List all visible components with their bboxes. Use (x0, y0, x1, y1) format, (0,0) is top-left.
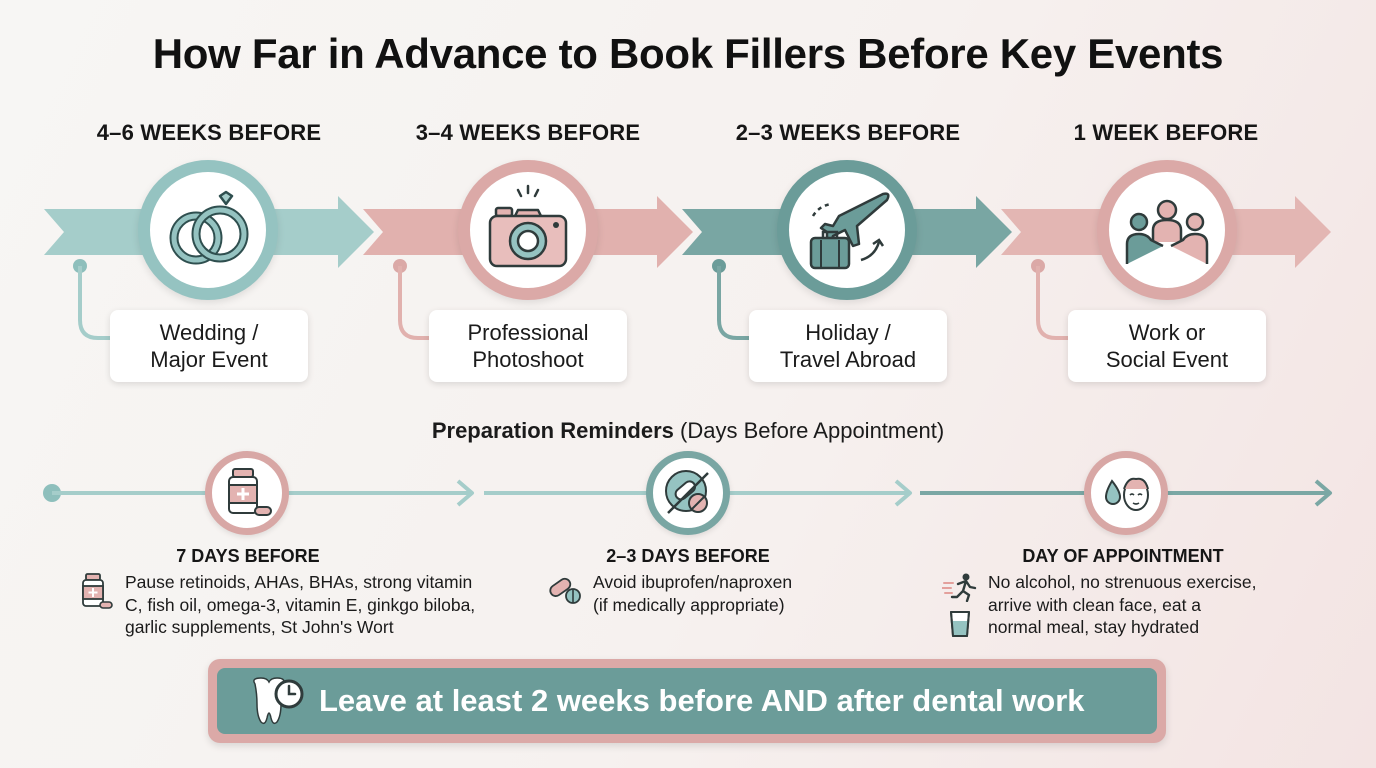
camera-icon (488, 184, 568, 268)
event-line-1: Holiday / (805, 320, 891, 345)
dental-banner: Leave at least 2 weeks before AND after … (208, 659, 1166, 743)
stage-circle-3 (777, 160, 917, 300)
prep-text-2: Avoid ibuprofen/naproxen (if medically a… (593, 571, 913, 616)
connector-3 (712, 259, 749, 340)
stage-event-card-3: Holiday / Travel Abroad (749, 310, 947, 382)
event-line-2: Travel Abroad (779, 347, 917, 372)
connector-4 (1031, 259, 1068, 340)
supplements-bottle-icon (228, 468, 272, 516)
prep-circle-2 (646, 451, 730, 535)
prep-circle-3 (1084, 451, 1168, 535)
stage-label-4: 1 WEEK BEFORE (1073, 120, 1259, 145)
dental-banner-inner: Leave at least 2 weeks before AND after … (217, 668, 1157, 734)
prep-heading-rest: (Days Before Appointment) (673, 418, 945, 443)
prep-text-line: arrive with clean face, eat a (988, 594, 1202, 615)
event-line-1: Wedding / (159, 320, 259, 345)
stage-circle-1 (138, 160, 278, 300)
stage-label-2: 3–4 WEEKS BEFORE (415, 120, 641, 145)
water-drop-face-icon (1104, 477, 1149, 511)
wedding-rings-icon (169, 190, 249, 265)
connector-2 (393, 259, 430, 340)
pills-small-icon (549, 577, 581, 604)
prep-text-line: (if medically appropriate) (593, 594, 785, 615)
stage-event-card-1: Wedding / Major Event (110, 310, 308, 382)
prep-text-line: No alcohol, no strenuous exercise, (988, 572, 1257, 592)
event-line-2: Social Event (1105, 347, 1229, 372)
running-person-icon (942, 573, 977, 602)
prep-text-line: Avoid ibuprofen/naproxen (593, 572, 793, 592)
event-line-2: Photoshoot (472, 347, 584, 372)
stage-label-1: 4–6 WEEKS BEFORE (96, 120, 322, 145)
page-title: How Far in Advance to Book Fillers Befor… (152, 30, 1224, 77)
dental-banner-text: Leave at least 2 weeks before AND after … (319, 683, 1085, 718)
prep-text-line: C, fish oil, omega-3, vitamin E, ginkgo … (125, 594, 476, 615)
prep-circle-1 (205, 451, 289, 535)
stage-event-card-2: Professional Photoshoot (429, 310, 627, 382)
airplane-luggage-icon (809, 192, 890, 270)
people-group-icon (1125, 199, 1209, 264)
prep-text-1: Pause retinoids, AHAs, BHAs, strong vita… (125, 571, 545, 639)
supplements-small-icon (82, 573, 113, 609)
tooth-clock-icon (253, 677, 304, 725)
event-line-2: Major Event (150, 347, 268, 372)
event-line-1: Professional (467, 320, 589, 345)
event-line-1: Work or (1128, 320, 1206, 345)
prep-label-1: 7 DAYS BEFORE (176, 546, 320, 566)
stage-circle-2 (458, 160, 598, 300)
water-glass-icon (950, 611, 970, 637)
prep-text-3: No alcohol, no strenuous exercise, arriv… (988, 571, 1318, 639)
no-pills-icon (665, 470, 709, 514)
prep-label-3: DAY OF APPOINTMENT (1022, 546, 1224, 566)
stage-circle-4 (1097, 160, 1237, 300)
prep-label-2: 2–3 DAYS BEFORE (606, 546, 770, 566)
prep-text-line: garlic supplements, St John's Wort (125, 617, 394, 637)
stage-label-3: 2–3 WEEKS BEFORE (735, 120, 961, 145)
prep-heading-bold: Preparation Reminders (431, 418, 674, 443)
prep-text-line: normal meal, stay hydrated (988, 617, 1200, 637)
prep-heading: Preparation Reminders (Days Before Appoi… (0, 418, 1376, 444)
prep-text-line: Pause retinoids, AHAs, BHAs, strong vita… (125, 572, 473, 592)
connector-1 (73, 259, 110, 340)
stage-event-card-4: Work or Social Event (1068, 310, 1266, 382)
